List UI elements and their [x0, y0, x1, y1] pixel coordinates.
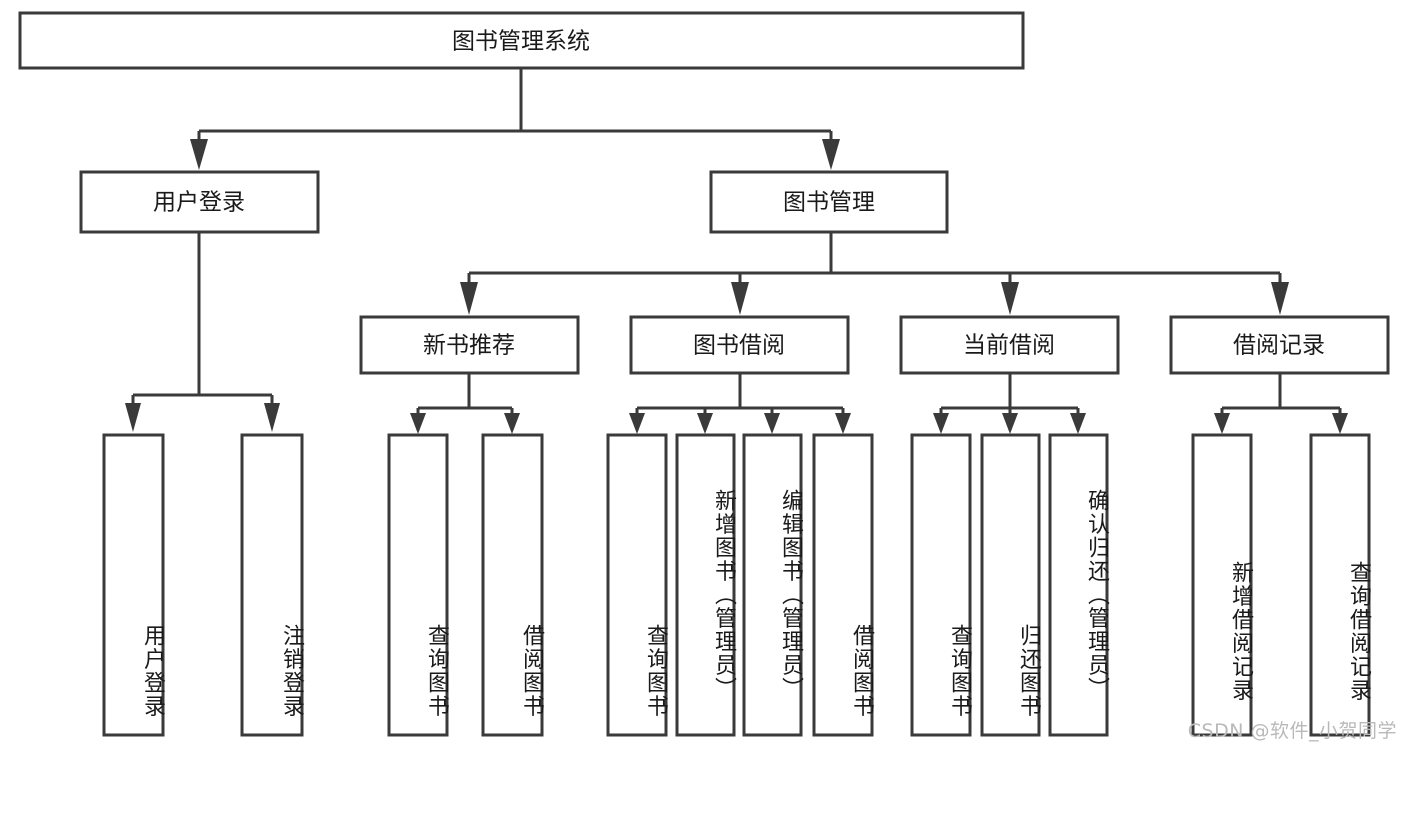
arrow-head-leaf-query-book-3 — [933, 413, 949, 434]
arrow-head-leaf-add-record — [1214, 413, 1230, 434]
node-leaf-add-book[interactable] — [675, 433, 736, 737]
node-leaf-borrow-book-1[interactable] — [481, 433, 544, 737]
node-user-login[interactable] — [79, 170, 320, 234]
node-user-login-label: 用户登录 — [153, 190, 245, 216]
node-book-borrow-label: 图书借阅 — [693, 333, 785, 359]
node-book-borrow[interactable] — [629, 315, 850, 375]
node-leaf-return-book[interactable] — [980, 433, 1041, 737]
arrow-head-leaf-query-record — [1332, 413, 1348, 434]
connector-group-user-login — [125, 232, 280, 432]
connector-group-new-book-recommend — [410, 373, 520, 434]
node-leaf-logout[interactable] — [240, 433, 304, 737]
flowchart-svg: 图书管理系统 用户登录 图书管理 新书推荐 图书借阅 当前借阅 借阅记录 — [18, 11, 1390, 737]
arrow-head-leaf-query-book-2 — [629, 413, 645, 434]
node-current-borrow[interactable] — [899, 315, 1120, 375]
arrow-head-leaf-edit-book — [764, 413, 780, 434]
flowchart-canvas: 图书管理系统 用户登录 图书管理 新书推荐 图书借阅 当前借阅 借阅记录 用户登… — [18, 11, 1397, 742]
node-leaf-confirm-return[interactable] — [1048, 433, 1109, 737]
node-new-book-recommend-label: 新书推荐 — [423, 333, 515, 359]
connector-group-book-management — [460, 232, 1289, 315]
node-book-management[interactable] — [709, 170, 949, 234]
connector-group-book-borrow — [629, 373, 851, 434]
watermark-text: CSDN @软件_小贺同学 — [1187, 720, 1397, 742]
arrow-head-current-borrow — [1001, 282, 1019, 315]
arrow-head-leaf-borrow-book-1 — [504, 413, 520, 434]
arrow-head-leaf-add-book — [697, 413, 713, 434]
connector-group-root — [190, 68, 840, 170]
arrow-head-book-borrow — [731, 282, 749, 315]
node-leaf-edit-book[interactable] — [742, 433, 803, 737]
node-leaf-query-book-3[interactable] — [910, 433, 972, 737]
node-leaf-query-book-1[interactable] — [387, 433, 449, 737]
node-leaf-user-login[interactable] — [102, 433, 165, 737]
node-new-book-recommend[interactable] — [359, 315, 580, 375]
node-leaf-borrow-book-2[interactable] — [812, 433, 874, 737]
node-book-management-label: 图书管理 — [783, 190, 875, 216]
node-borrow-record[interactable] — [1169, 315, 1390, 375]
arrow-head-user-login — [190, 139, 208, 170]
arrow-head-leaf-borrow-book-2 — [835, 413, 851, 434]
node-borrow-record-label: 借阅记录 — [1233, 333, 1325, 359]
arrow-head-leaf-return-book — [1002, 413, 1018, 434]
arrow-head-new-book-recommend — [460, 282, 478, 315]
node-root-label: 图书管理系统 — [452, 29, 590, 55]
node-leaf-add-record[interactable] — [1191, 433, 1253, 737]
arrow-head-borrow-record — [1271, 282, 1289, 315]
node-leaf-query-book-2[interactable] — [606, 433, 668, 737]
connector-group-borrow-record — [1214, 373, 1348, 434]
arrow-head-book-management — [822, 139, 840, 170]
arrow-head-leaf-confirm-return — [1070, 413, 1086, 434]
arrow-head-leaf-logout — [264, 403, 280, 432]
node-root[interactable] — [18, 11, 1025, 70]
connector-group-current-borrow — [933, 373, 1086, 434]
arrow-head-leaf-user-login — [125, 403, 141, 432]
node-current-borrow-label: 当前借阅 — [963, 333, 1055, 359]
arrow-head-leaf-query-book-1 — [410, 413, 426, 434]
node-leaf-query-record[interactable] — [1309, 433, 1371, 737]
